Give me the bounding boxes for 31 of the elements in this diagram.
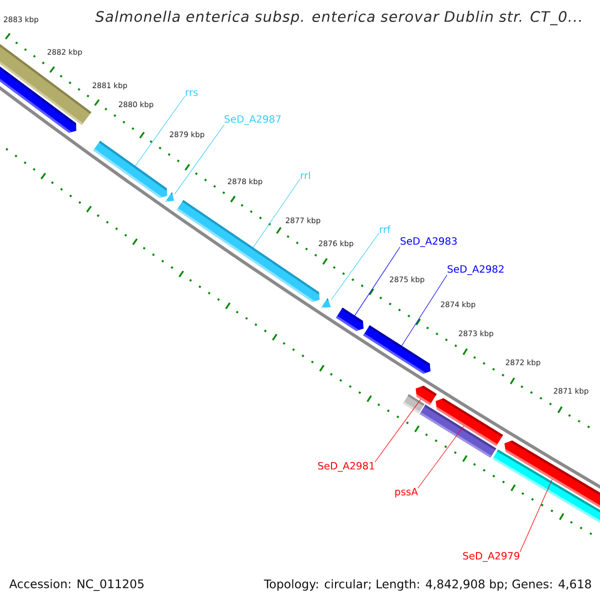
footer-text: Accession: NC_011205 [9, 579, 144, 591]
gene-label: rrs [186, 90, 198, 96]
leader-line [252, 178, 300, 248]
gene-label: SeD_A2983 [400, 237, 457, 247]
gene-feature [0, 66, 76, 133]
leader-line [330, 232, 380, 300]
gene-feature [436, 398, 504, 446]
title: Salmonella enterica subsp. enterica serovar Dublin str. CT_0... [95, 10, 581, 26]
gene-feature [176, 200, 320, 302]
gene-label: rrl [300, 171, 310, 179]
gene-feature [363, 325, 431, 374]
leader-line [135, 96, 186, 166]
gene-label: SeD_A2981 [318, 462, 374, 472]
gene-feature [504, 440, 600, 508]
gene-feature [336, 308, 364, 331]
leader-line [374, 398, 421, 462]
gene-feature [416, 386, 437, 406]
leader-line [520, 479, 552, 552]
gene-label: SeD_A2987 [224, 115, 281, 125]
leader-line [401, 274, 448, 346]
leader-line [354, 246, 400, 316]
gene-feature [165, 192, 174, 202]
leader-line [174, 124, 224, 194]
gene-label: rrf [380, 225, 391, 233]
leader-line [418, 426, 464, 488]
footer-text: Topology: circular; Length: 4,842,908 bp; Genes: 4,618 [264, 579, 591, 591]
gene-feature [93, 140, 168, 198]
gene-label: pssA [395, 488, 418, 498]
gene-label: SeD_A2979 [463, 552, 520, 562]
gene-feature [321, 298, 331, 308]
gene-label: SeD_A2982 [448, 265, 504, 275]
